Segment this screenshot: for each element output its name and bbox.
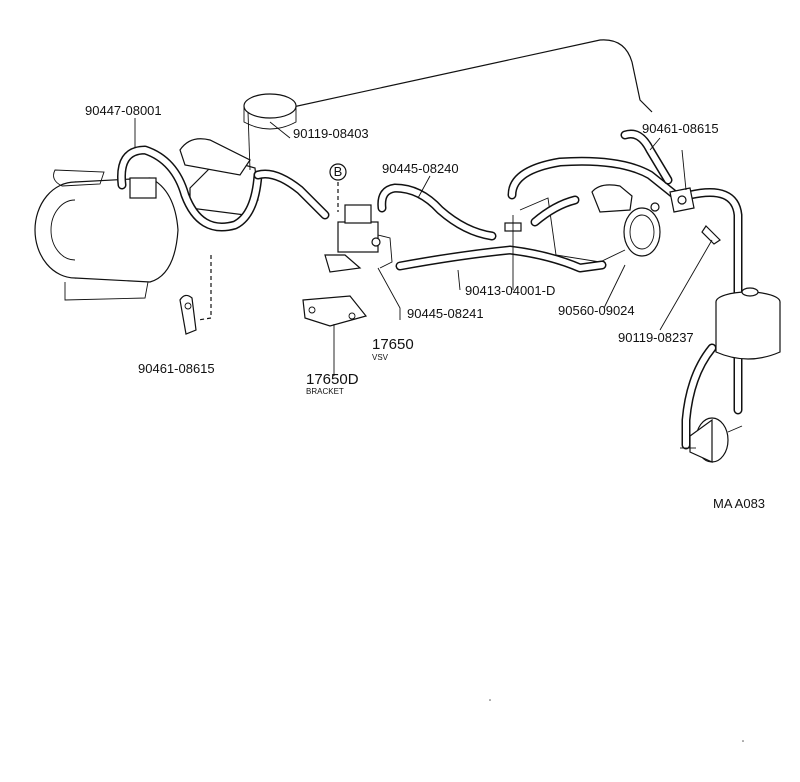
bracket-17650d [302,295,368,327]
label-90461-08615-top: 90461-08615 [642,121,719,136]
reference-b-text: B [334,164,343,179]
hose-90447-08001 [116,145,263,232]
label-bracket: BRACKET [306,387,344,396]
reference-b-marker: B [329,163,347,181]
label-90560-09024: 90560-09024 [558,303,635,318]
clip-90461-08615-bottom [179,294,197,335]
hose-to-tank [681,188,743,450]
hose-90445-08240 [377,183,497,241]
diagram-reference-code: MA A083 [713,496,765,511]
label-90445-08241: 90445-08241 [407,306,484,321]
air-cleaner-cap [243,93,297,130]
t-fitting-90413-04001-d [504,215,522,232]
label-90119-08237: 90119-08237 [618,330,694,345]
label-90445-08240: 90445-08240 [382,161,459,176]
label-vsv: VSV [372,353,389,362]
label-17650d: 17650D [306,371,359,388]
label-90447-08001: 90447-08001 [85,103,162,118]
label-90119-08403: 90119-08403 [293,126,369,141]
clamp-90461-08615-top [669,149,695,213]
hose-short-mid [530,195,580,227]
hose-upper-long [507,156,680,200]
alternator [34,169,179,301]
throttle-body [591,184,661,257]
speck [742,740,744,742]
hose-to-vsv [253,169,330,220]
label-90413-04001-d: 90413-04001-D [465,283,555,298]
label-17650: 17650 [372,336,414,353]
hose-90445-08241 [395,245,607,273]
oil-filler [179,111,259,216]
label-90461-08615-bottom: 90461-08615 [138,361,215,376]
bolt-90119-08237 [701,225,721,245]
vacuum-tank [715,287,781,360]
vacuum-actuator [680,417,743,463]
speck [489,699,491,701]
leader-lines [134,118,713,376]
vsv-17650 [324,204,393,273]
